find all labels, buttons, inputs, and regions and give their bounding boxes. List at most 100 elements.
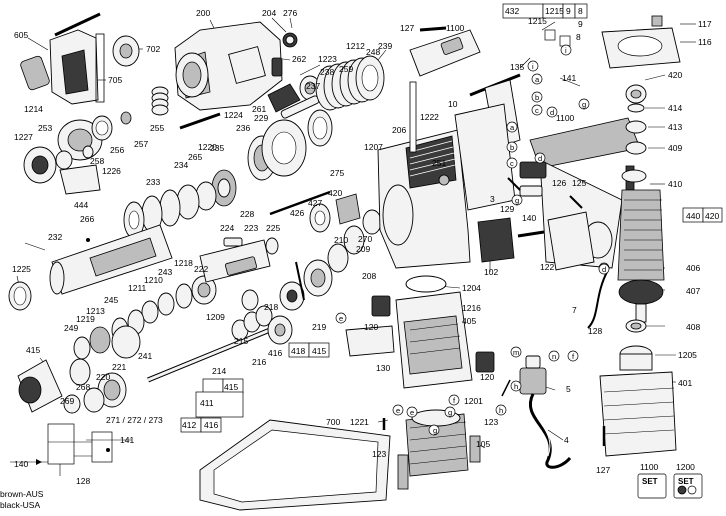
hammer-barrel — [8, 224, 173, 311]
side-handle-assembly — [20, 12, 140, 105]
marker-b-2: b — [510, 143, 514, 152]
label-259: 259 — [339, 64, 353, 74]
label-258: 258 — [90, 156, 104, 166]
striker-rod — [199, 237, 279, 311]
label-237: 237 — [306, 81, 320, 91]
label-269: 269 — [60, 396, 74, 406]
label-8-box: 8 — [578, 6, 583, 16]
label-116: 116 — [698, 37, 712, 47]
label-1209: 1209 — [206, 312, 225, 322]
label-135: 135 — [510, 62, 524, 72]
label-1201: 1201 — [464, 396, 483, 406]
label-1225: 1225 — [12, 264, 31, 274]
marker-a: a — [535, 75, 540, 84]
marker-d: d — [550, 108, 554, 117]
label-232: 232 — [48, 232, 62, 242]
label-10: 10 — [448, 99, 458, 109]
label-127-bottom: 127 — [596, 465, 610, 475]
group-boxes — [180, 3, 723, 433]
label-221: 221 — [112, 362, 126, 372]
part-labels: 605 200 204 276 127 1100 432 1215 9 8 11… — [12, 6, 719, 486]
label-141-top: 141 — [562, 73, 576, 83]
label-432: 432 — [505, 6, 519, 16]
label-256: 256 — [110, 145, 124, 155]
label-9-box: 9 — [566, 6, 571, 16]
label-257: 257 — [134, 139, 148, 149]
field-coil — [382, 409, 469, 477]
label-276: 276 — [283, 8, 297, 18]
label-420-mid: 420 — [328, 188, 342, 198]
label-1200-set: 1200 — [676, 462, 695, 472]
label-1226: 1226 — [102, 166, 121, 176]
label-249: 249 — [64, 323, 78, 333]
label-413: 413 — [668, 122, 682, 132]
label-705: 705 — [108, 75, 122, 85]
tool-holder — [17, 358, 127, 414]
label-1227: 1227 — [14, 132, 33, 142]
label-261: 261 — [252, 104, 266, 114]
marker-h: h — [514, 382, 518, 391]
label-420-top: 420 — [668, 70, 682, 80]
marker-a-2: a — [510, 123, 515, 132]
label-3: 3 — [490, 194, 495, 204]
legend: brown-AUS black-USA SET SET — [0, 477, 694, 510]
label-209: 209 — [356, 244, 370, 254]
marker-d-2: d — [538, 154, 542, 163]
label-266: 266 — [80, 214, 94, 224]
stator-housing — [395, 275, 473, 389]
crank-parts — [179, 57, 321, 130]
label-105: 105 — [476, 439, 490, 449]
armature — [617, 165, 665, 323]
label-1100-top: 1100 — [446, 23, 465, 33]
label-275: 275 — [330, 168, 344, 178]
label-125: 125 — [572, 178, 586, 188]
label-1223: 1223 — [318, 54, 337, 64]
label-605: 605 — [14, 30, 28, 40]
brush-holders — [345, 295, 511, 490]
label-255: 255 — [150, 123, 164, 133]
tool-holder-parts — [23, 111, 132, 195]
label-1213: 1213 — [86, 306, 105, 316]
label-1100-handle: 1100 — [556, 113, 575, 123]
label-223: 223 — [244, 223, 258, 233]
marker-g-2: g — [515, 196, 519, 205]
set-badges — [637, 473, 703, 499]
label-1215: 1215 — [528, 16, 547, 26]
label-214: 214 — [212, 366, 226, 376]
label-251: 251 — [432, 158, 446, 168]
label-414: 414 — [668, 103, 682, 113]
label-405: 405 — [462, 316, 476, 326]
marker-c: c — [535, 106, 539, 115]
label-220: 220 — [96, 372, 110, 382]
spring-set — [307, 55, 385, 147]
label-141-schematic: 141 — [120, 435, 134, 445]
label-222: 222 — [194, 264, 208, 274]
label-265: 265 — [188, 152, 202, 162]
label-218: 218 — [264, 302, 278, 312]
label-245: 245 — [104, 295, 118, 305]
label-219: 219 — [312, 322, 326, 332]
bearings-column — [625, 84, 647, 333]
label-411: 411 — [200, 398, 214, 408]
label-216: 216 — [252, 357, 266, 367]
label-248: 248 — [366, 47, 380, 57]
legend-brown: brown-AUS — [0, 489, 44, 499]
label-271-272-273: 271 / 272 / 273 — [106, 415, 163, 425]
spring-255 — [151, 86, 169, 116]
label-416-mid: 416 — [268, 348, 282, 358]
set-badge-1100-text: SET — [642, 477, 658, 486]
marker-letters: a b c d g i i a b c d e g e m n f h g h … — [339, 46, 606, 435]
marker-i-2: i — [532, 62, 534, 71]
label-120-right: 120 — [480, 372, 494, 382]
marker-f: f — [453, 396, 456, 405]
label-444: 444 — [74, 200, 88, 210]
label-1215-box: 1215 — [545, 6, 564, 16]
label-228: 228 — [240, 209, 254, 219]
label-128-schematic: 128 — [76, 476, 90, 486]
label-238: 238 — [320, 67, 334, 77]
brush-cap — [601, 15, 681, 69]
marker-g-4: g — [448, 408, 452, 417]
marker-h-2: h — [499, 406, 503, 415]
label-235: 235 — [210, 143, 224, 153]
